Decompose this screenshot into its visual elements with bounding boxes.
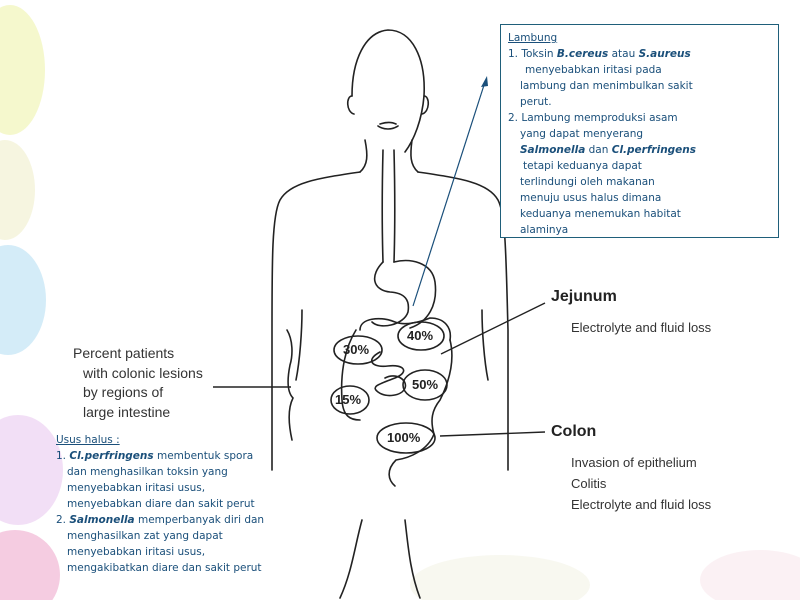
bubble-30-shape — [333, 335, 383, 365]
mouth — [377, 121, 399, 130]
bubble-40: 40% — [407, 328, 434, 343]
colon-heading: Colon — [551, 423, 597, 440]
colon-symptom-2: Colitis — [571, 476, 607, 491]
lambung-p2-line-5: terlindungi oleh makanan — [520, 176, 655, 188]
body-right-outline — [417, 171, 509, 471]
usus-p1-line-3: menyebabkan iritasi usus, — [67, 482, 206, 494]
percent-patients-label: Percent patients with colonic lesions by… — [73, 344, 203, 422]
ascending-colon — [340, 329, 361, 421]
usus-p2-line-3: menyebabkan iritasi usus, — [67, 546, 206, 558]
percent-line-4: large intestine — [83, 403, 171, 420]
lambung-p2-line-6: menuju usus halus dimana — [520, 192, 662, 204]
colon-leader-line — [439, 431, 546, 437]
percent-line-2: with colonic lesions — [83, 364, 203, 381]
small-intestine — [370, 351, 407, 397]
lambung-p2-line-7: keduanya menemukan habitat — [520, 208, 681, 220]
colon-symptom-3: Electrolyte and fluid loss — [571, 497, 712, 512]
lambung-p2-organism-2: Cl.perfringens — [611, 144, 697, 156]
waist — [339, 519, 421, 599]
stomach-arrow-line — [412, 81, 486, 307]
lambung-p1-mid: atau — [608, 48, 639, 60]
lambung-p1-line-4: perut. — [520, 96, 552, 108]
usus-p2-number: 2. — [56, 514, 70, 526]
usus-p2-line-1: 2. Salmonella memperbanyak diri dan — [56, 512, 296, 528]
lambung-p1-line-2: menyebabkan iritasi pada — [525, 64, 662, 76]
bubble-40-shape — [397, 321, 445, 351]
usus-p1-line-2: dan menghasilkan toksin yang — [67, 466, 228, 478]
ear-left — [346, 95, 355, 115]
lambung-p1-line-3: lambung dan menimbulkan sakit — [520, 80, 693, 92]
colon-symptom-1: Invasion of epithelium — [571, 455, 697, 470]
neck-right — [410, 139, 419, 173]
percent-line-3: by regions of — [83, 384, 164, 400]
usus-p1-organism: Cl.perfringens — [69, 450, 154, 462]
usus-halus-notes: Usus halus : 1. Cl.perfringens membentuk… — [56, 432, 296, 576]
lambung-p2-organism-1: Salmonella — [520, 144, 586, 156]
stomach-arrow-head — [481, 76, 488, 87]
usus-p1-line-1: 1. Cl.perfringens membentuk spora — [56, 448, 296, 464]
jejunum-symptom: Electrolyte and fluid loss — [571, 320, 712, 335]
lambung-title: Lambung — [508, 32, 558, 44]
bubble-50: 50% — [412, 377, 439, 392]
lambung-p2-line-4: tetapi keduanya dapat — [523, 160, 642, 172]
percent-line-1: Percent patients — [73, 345, 175, 361]
jejunum-leader-line — [440, 302, 546, 355]
usus-p2-line-4: mengakibatkan diare dan sakit perut — [67, 562, 262, 574]
lambung-p2-line-3: Salmonella dan Cl.perfringens — [508, 142, 778, 158]
stomach — [371, 259, 437, 329]
lambung-p2-line-1: 2. Lambung memproduksi asam — [508, 112, 678, 124]
descending-colon — [431, 339, 453, 435]
usus-p1-rest: membentuk spora — [153, 450, 254, 462]
lambung-point-1-line-1: 1. Toksin B.cereus atau S.aureus — [508, 46, 778, 62]
usus-p2-organism: Salmonella — [69, 514, 135, 526]
usus-p2-rest: memperbanyak diri dan — [134, 514, 265, 526]
lambung-p2-line-8: alaminya — [520, 224, 569, 236]
bubble-15-shape — [330, 385, 370, 415]
usus-halus-title: Usus halus : — [56, 434, 120, 446]
bubble-30: 30% — [343, 342, 370, 357]
usus-p1-number: 1. — [56, 450, 70, 462]
bubble-50-shape — [402, 369, 448, 401]
esophagus — [381, 149, 396, 263]
bubble-100: 100% — [387, 430, 421, 445]
usus-p1-line-4: menyebabkan diare dan sakit perut — [67, 498, 255, 510]
lambung-p2-line-2: yang dapat menyerang — [520, 128, 644, 140]
head-outline — [351, 29, 425, 153]
lambung-p1-organism-1: B.cereus — [556, 48, 609, 60]
bubble-15: 15% — [335, 392, 362, 407]
sigmoid-rectum — [388, 433, 435, 487]
lambung-p1-organism-2: S.aureus — [638, 48, 691, 60]
body-left-outline — [271, 171, 361, 471]
bubble-100-shape — [376, 422, 436, 454]
label-bracket — [286, 329, 294, 441]
jejunum-heading: Jejunum — [551, 288, 617, 305]
ear-right — [421, 95, 430, 115]
arm-left-inner — [295, 309, 303, 381]
lambung-p1-prefix: 1. Toksin — [508, 48, 557, 60]
usus-p2-line-2: menghasilkan zat yang dapat — [67, 530, 223, 542]
transverse-colon — [359, 317, 452, 341]
lambung-p2-and: dan — [585, 144, 612, 156]
arm-right-inner — [481, 309, 489, 381]
lambung-info-box: Lambung 1. Toksin B.cereus atau S.aureus… — [500, 24, 779, 238]
neck-left — [359, 139, 368, 173]
